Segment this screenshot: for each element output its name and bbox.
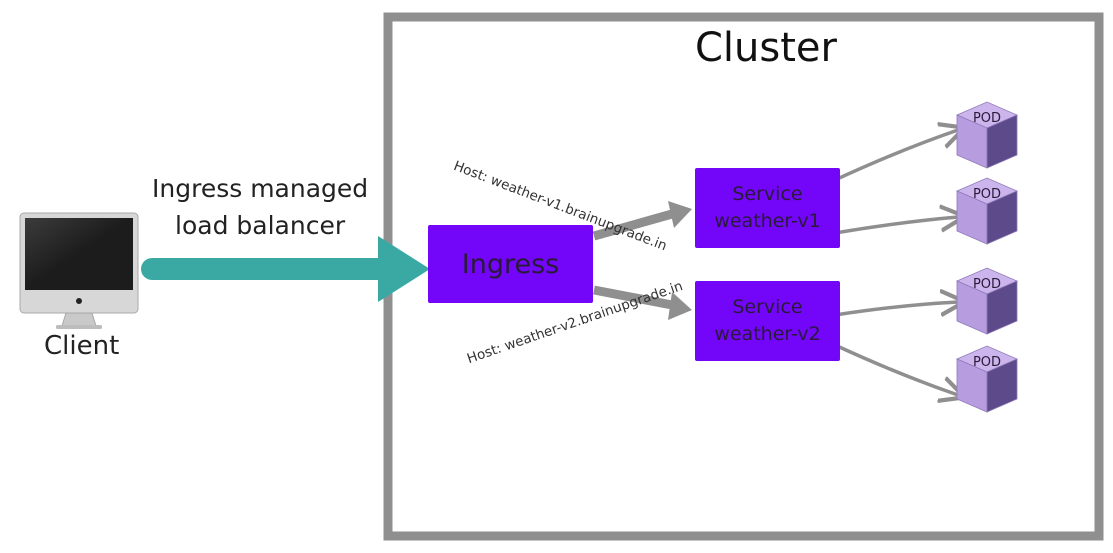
pod-cube-4: POD: [955, 345, 1019, 413]
service-v2-line1: Service: [732, 296, 803, 318]
pod-cube-4-face-3: [986, 358, 1018, 413]
pod-label-1: POD: [973, 111, 1001, 126]
service-to-pod-arrows: [834, 130, 958, 395]
service-v2-to-pod-3-arrow: [834, 302, 958, 315]
load-balancer-label-line1: Ingress managed: [152, 174, 369, 203]
pod-label-3: POD: [973, 277, 1001, 292]
service-weather-v2-box: Service weather-v2: [695, 281, 840, 361]
client-to-ingress-arrow: [141, 236, 430, 302]
client-label: Client: [44, 331, 120, 361]
pod-cube-1-face-3: [986, 114, 1018, 169]
pod-cube-3: POD: [955, 267, 1019, 335]
service-v1-to-pod-1-arrow: [834, 130, 958, 182]
client-computer-icon: [19, 212, 139, 329]
load-balancer-label-line2: load balancer: [175, 211, 346, 240]
pod-label-4: POD: [973, 355, 1001, 370]
cluster-title: Cluster: [695, 25, 837, 71]
pod-label-2: POD: [973, 187, 1001, 202]
service-v1-line2: weather-v1: [714, 210, 821, 232]
pod-cube-2: POD: [955, 177, 1019, 245]
pod-cube-1: POD: [955, 101, 1019, 169]
ingress-to-service-v1-arrow: [592, 201, 692, 241]
service-v2-line2: weather-v2: [714, 323, 821, 345]
ingress-box: Ingress: [428, 225, 593, 303]
service-v1-line1: Service: [732, 183, 803, 205]
pod-cube-3-face-3: [986, 280, 1018, 335]
service-weather-v1-box: Service weather-v1: [695, 168, 840, 248]
ingress-label: Ingress: [461, 248, 560, 280]
ingress-to-service-v2-arrow: [593, 285, 692, 320]
service-v1-to-pod-2-arrow: [834, 217, 958, 235]
pod-cube-2-face-3: [986, 190, 1018, 245]
load-balancer-label: Ingress managed load balancer: [152, 170, 368, 244]
service-v2-to-pod-4-arrow: [834, 343, 958, 395]
